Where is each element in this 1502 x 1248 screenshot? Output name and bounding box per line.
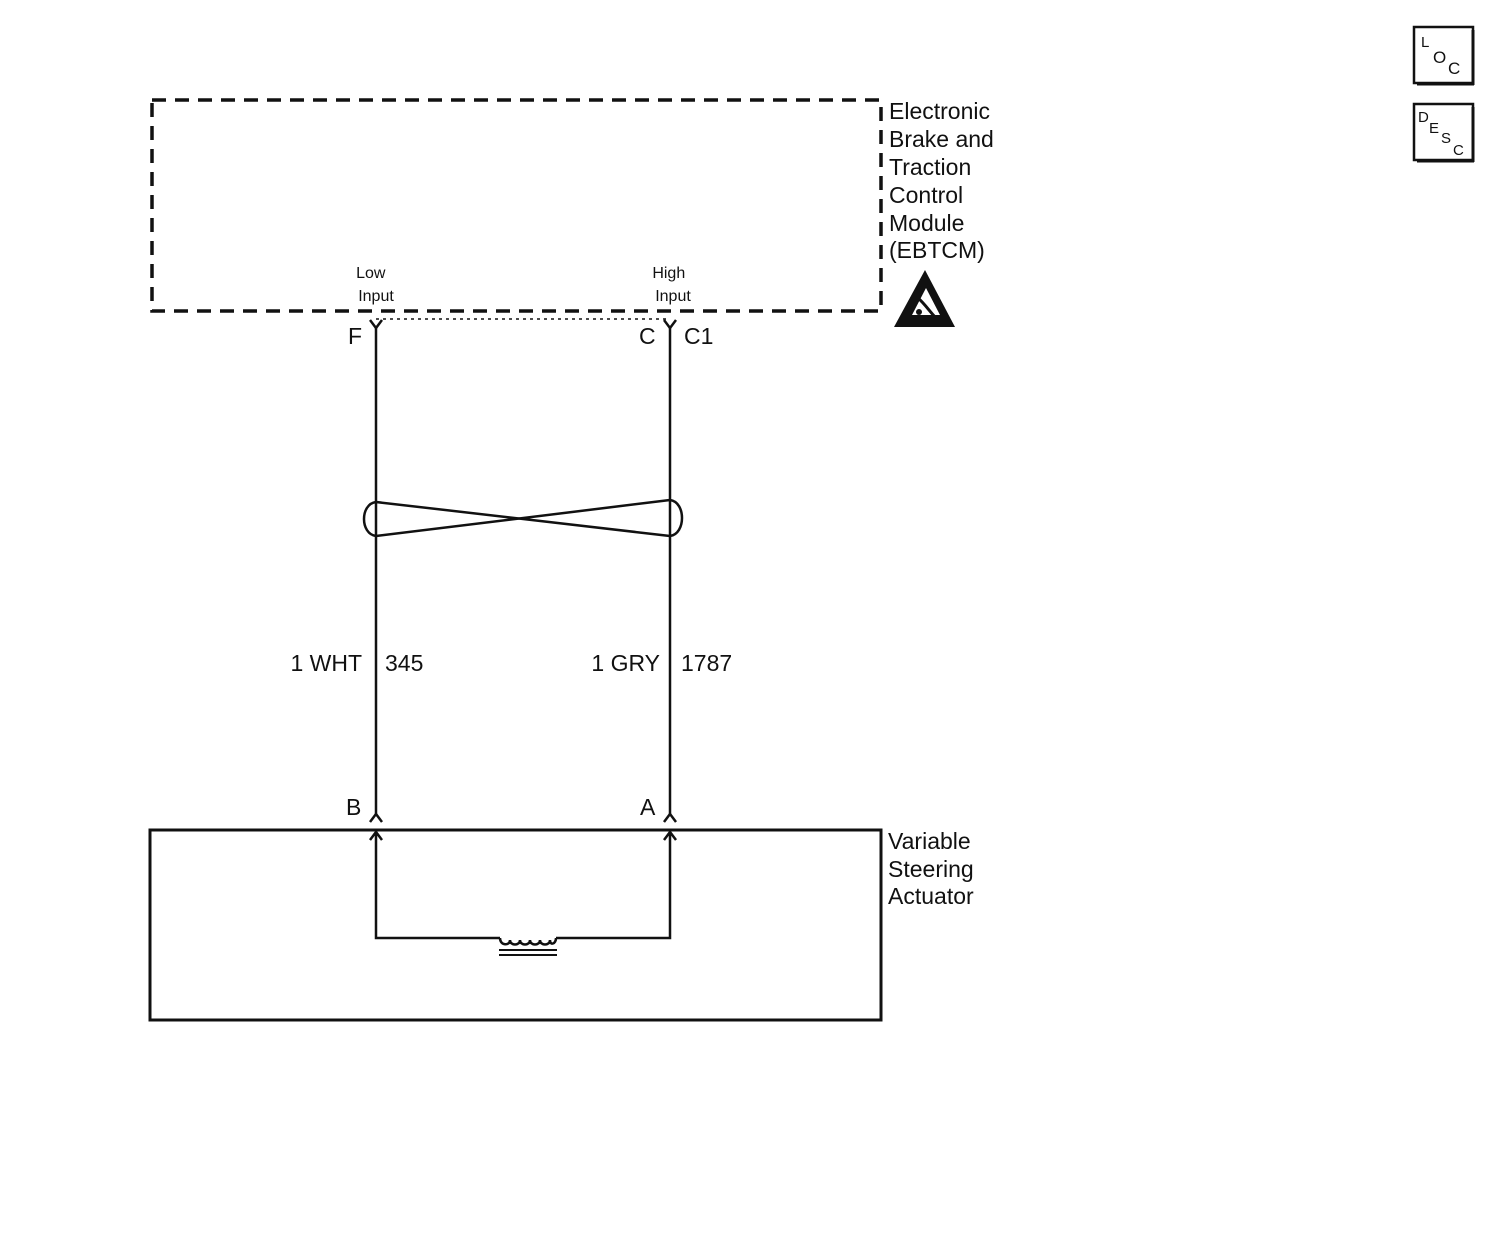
pin-f-label: F (348, 323, 362, 349)
actuator-box (148, 828, 883, 1022)
low-input-label: Low Input (356, 265, 394, 305)
loc-o: O (1433, 48, 1446, 67)
actuator-internal-low (369, 829, 500, 940)
wire-low-circuit: 345 (385, 650, 423, 676)
loc-button[interactable]: L O C (1412, 25, 1475, 86)
wire-high-circuit: 1787 (681, 650, 732, 676)
loc-c: C (1448, 59, 1460, 78)
ebtcm-module-box (150, 98, 883, 313)
connector-c1-label: C1 (684, 323, 713, 349)
esd-warning-icon (894, 270, 955, 327)
pin-b-label: B (346, 794, 361, 820)
loc-l: L (1421, 34, 1429, 51)
high-input-label: High Input (652, 265, 691, 305)
pin-c-label: C (639, 323, 656, 349)
solenoid-coil-icon (498, 937, 558, 956)
wire-high-color: 1 GRY (591, 650, 660, 676)
desc-c: C (1453, 142, 1464, 159)
pin-a-label: A (640, 794, 656, 820)
pin-b-terminal (369, 811, 383, 823)
module-name: Electronic Brake and Traction Control Mo… (889, 98, 1000, 263)
actuator-name: Variable Steering Actuator (888, 828, 980, 909)
desc-s: S (1441, 130, 1451, 147)
desc-e: E (1429, 120, 1439, 137)
desc-d: D (1418, 109, 1429, 126)
pin-a-terminal (663, 811, 677, 823)
desc-button[interactable]: D E S C (1412, 102, 1475, 163)
actuator-internal-high (556, 829, 677, 940)
twisted-pair-symbol (362, 498, 684, 538)
wire-low-color: 1 WHT (290, 650, 362, 676)
